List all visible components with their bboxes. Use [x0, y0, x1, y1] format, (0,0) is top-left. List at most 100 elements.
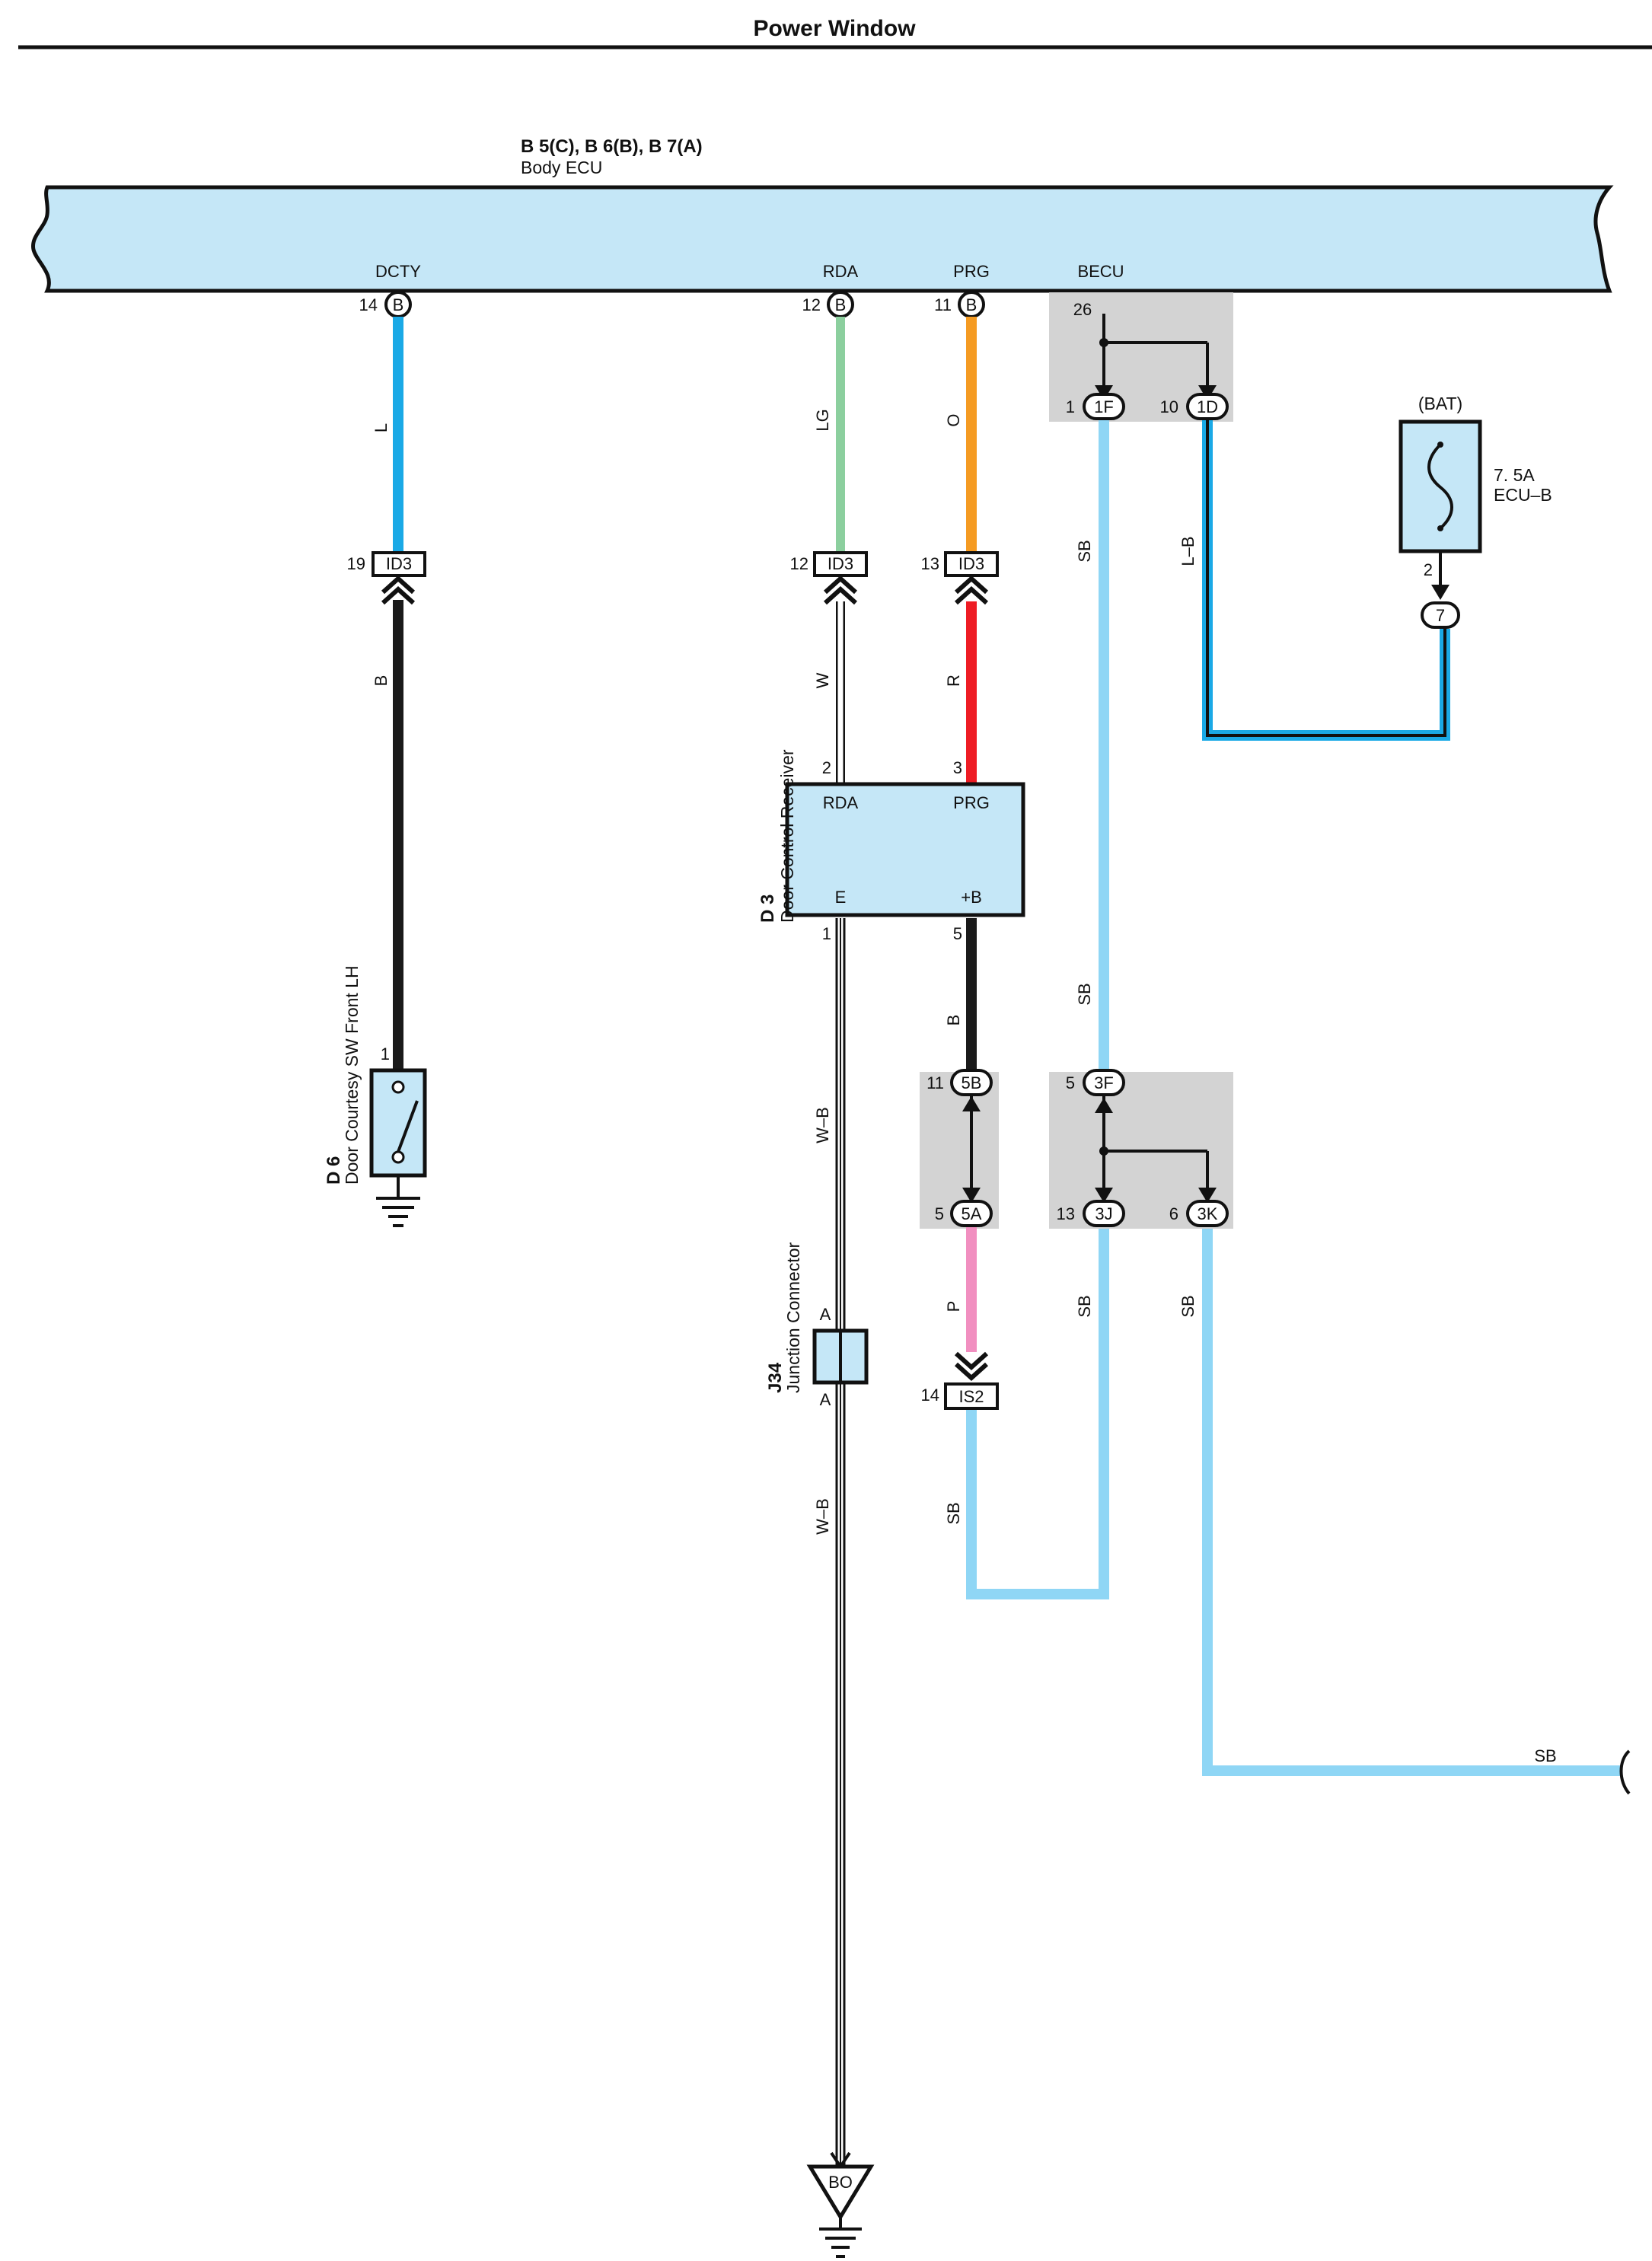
jb-midleft-pin-5a[interactable]: 5A [950, 1200, 993, 1227]
fuse-source: (BAT) [1418, 394, 1462, 413]
jb-midright-pin-3k-code: 3K [1198, 1204, 1218, 1223]
ecu-pin-dcty[interactable]: B [384, 291, 412, 318]
fuse-connector-code: 7 [1436, 606, 1445, 625]
page-title: Power Window [753, 16, 916, 41]
inline-connector-id3-prg[interactable]: ID3 [944, 551, 999, 577]
dcr-name: Door Control Receiver [777, 749, 797, 923]
dcr-terminal-plus-b: +B [961, 888, 982, 907]
jb-top-pin-1-number: 1 [1066, 397, 1075, 416]
jb-midright-pin-3j[interactable]: 3J [1083, 1200, 1125, 1227]
jb-midleft-arrow-up [962, 1096, 981, 1111]
wire-label-rda-top: LG [813, 409, 832, 431]
wire-label-sb-is2: SB [944, 1502, 963, 1524]
fuse-pin-number: 2 [1424, 560, 1433, 579]
wire-label-p: P [944, 1301, 963, 1312]
jb-midleft-pin-5b[interactable]: 5B [950, 1069, 993, 1096]
ground-bo-code: BO [828, 2173, 853, 2192]
wire-label-dcty-top: L [372, 423, 391, 432]
jb-midleft-arrow-down [962, 1188, 981, 1203]
jb-midright-pin-3k[interactable]: 3K [1186, 1200, 1229, 1227]
inline-14-number: 14 [921, 1386, 939, 1405]
wire-label-sb-3k: SB [1178, 1295, 1198, 1317]
ecu-pin-dcty-number: 14 [359, 295, 378, 314]
wire-label-rda-lower: W–B [813, 1107, 832, 1143]
jb-midright-arrow-3k [1198, 1188, 1217, 1203]
j34-code: J34 [765, 1362, 786, 1393]
courtesy-sw-pin: 1 [381, 1044, 390, 1064]
ecu-terminal-prg: PRG [953, 262, 990, 281]
j34-terminal-bottom: A [820, 1390, 831, 1409]
wire-label-rda-mid: W [813, 672, 832, 688]
inline-id3-dcty-code: ID3 [386, 554, 412, 573]
ground-courtesy-icon [376, 1197, 420, 1227]
j34-terminal-top: A [820, 1305, 831, 1324]
ecu-terminal-becu: BECU [1077, 262, 1124, 281]
inline-connector-id3-rda[interactable]: ID3 [813, 551, 868, 577]
fuse-arrow [1431, 585, 1449, 600]
ecu-pin-rda-connector: B [835, 295, 847, 314]
body-ecu-box[interactable] [31, 185, 1614, 293]
inline-connector-is2[interactable]: IS2 [944, 1382, 999, 1410]
jb-midright-pin-13-number: 13 [1057, 1204, 1075, 1223]
fuse-name: ECU–B [1494, 485, 1552, 505]
courtesy-sw-code: D 6 [324, 1156, 344, 1185]
ecu-pin-rda[interactable]: B [827, 291, 854, 318]
jb-top-pin-1f[interactable]: 1F [1083, 393, 1125, 420]
ecu-name: Body ECU [521, 158, 602, 177]
ecu-codes: B 5(C), B 6(B), B 7(A) [521, 136, 703, 157]
dcr-pin-3: 3 [953, 758, 962, 777]
fuse-connector[interactable]: 7 [1421, 601, 1460, 629]
ecu-terminal-rda: RDA [823, 262, 859, 281]
ground-bo-icon [806, 2164, 875, 2258]
dcr-pin-2: 2 [822, 758, 831, 777]
wire-label-sb-exit: SB [1534, 1746, 1556, 1765]
inline-19-number: 19 [347, 554, 365, 573]
inline-connector-id3-dcty[interactable]: ID3 [372, 551, 426, 577]
wire-label-becu-sb-lower: SB [1075, 983, 1094, 1005]
inline-12-number: 12 [790, 554, 808, 573]
jb-midleft-pin-5a-code: 5A [962, 1204, 982, 1223]
wire-label-prg-top: O [944, 413, 963, 426]
wire-label-becu-sb-upper: SB [1075, 540, 1094, 562]
chevron-is2 [954, 1351, 989, 1382]
ecu-pin-prg-connector: B [966, 295, 977, 314]
jb-midright-pin-6-number: 6 [1169, 1204, 1178, 1223]
wire-becu-lb[interactable] [1202, 419, 1450, 741]
dcr-terminal-e: E [835, 888, 847, 907]
wire-is2-sb[interactable] [966, 1229, 1109, 1599]
wire-label-becu-lb: L–B [1178, 536, 1198, 566]
wire-label-rda-bottom: W–B [813, 1498, 832, 1535]
courtesy-sw-name: Door Courtesy SW Front LH [342, 965, 362, 1185]
jb-midright-pin-3j-code: 3J [1095, 1204, 1112, 1223]
chevron-rda [823, 575, 858, 605]
courtesy-switch-d6[interactable] [369, 1068, 427, 1178]
chevron-prg [954, 575, 989, 605]
wire-3k-sb[interactable] [1202, 1229, 1620, 1776]
wire-exit-break [1619, 1749, 1631, 1795]
jb-top-pin-10-number: 10 [1160, 397, 1178, 416]
fuse-rating: 7. 5A [1494, 465, 1535, 485]
door-control-receiver[interactable] [785, 782, 1025, 917]
wire-label-sb-3j: SB [1075, 1295, 1094, 1317]
jb-top-pin-1f-code: 1F [1094, 397, 1114, 416]
inline-13-number: 13 [921, 554, 939, 573]
wire-label-dcty-bottom: B [372, 675, 391, 687]
jb-top-pin-1d[interactable]: 1D [1186, 393, 1229, 420]
jb-top-node [1099, 338, 1108, 347]
ecu-pin-prg-number: 11 [934, 295, 952, 314]
chevron-dcty [381, 575, 416, 605]
wire-label-b-power: B [944, 1015, 963, 1026]
dcr-terminal-prg: PRG [953, 793, 990, 812]
jb-midleft-pin-11-number: 11 [926, 1073, 944, 1092]
jb-midleft-pin-5b-code: 5B [962, 1073, 982, 1092]
wire-label-prg-mid: R [944, 674, 963, 687]
jb-midright-arrow-up [1095, 1098, 1113, 1113]
dcr-code: D 3 [757, 895, 778, 923]
jb-top-pin-1d-code: 1D [1197, 397, 1218, 416]
jb-midright-arrow-3j [1095, 1188, 1113, 1203]
inline-id3-rda-code: ID3 [828, 554, 853, 573]
jb-midright-pin-3f[interactable]: 3F [1083, 1069, 1125, 1096]
fuse-ecu-b[interactable] [1398, 419, 1482, 553]
ecu-pin-prg[interactable]: B [958, 291, 985, 318]
